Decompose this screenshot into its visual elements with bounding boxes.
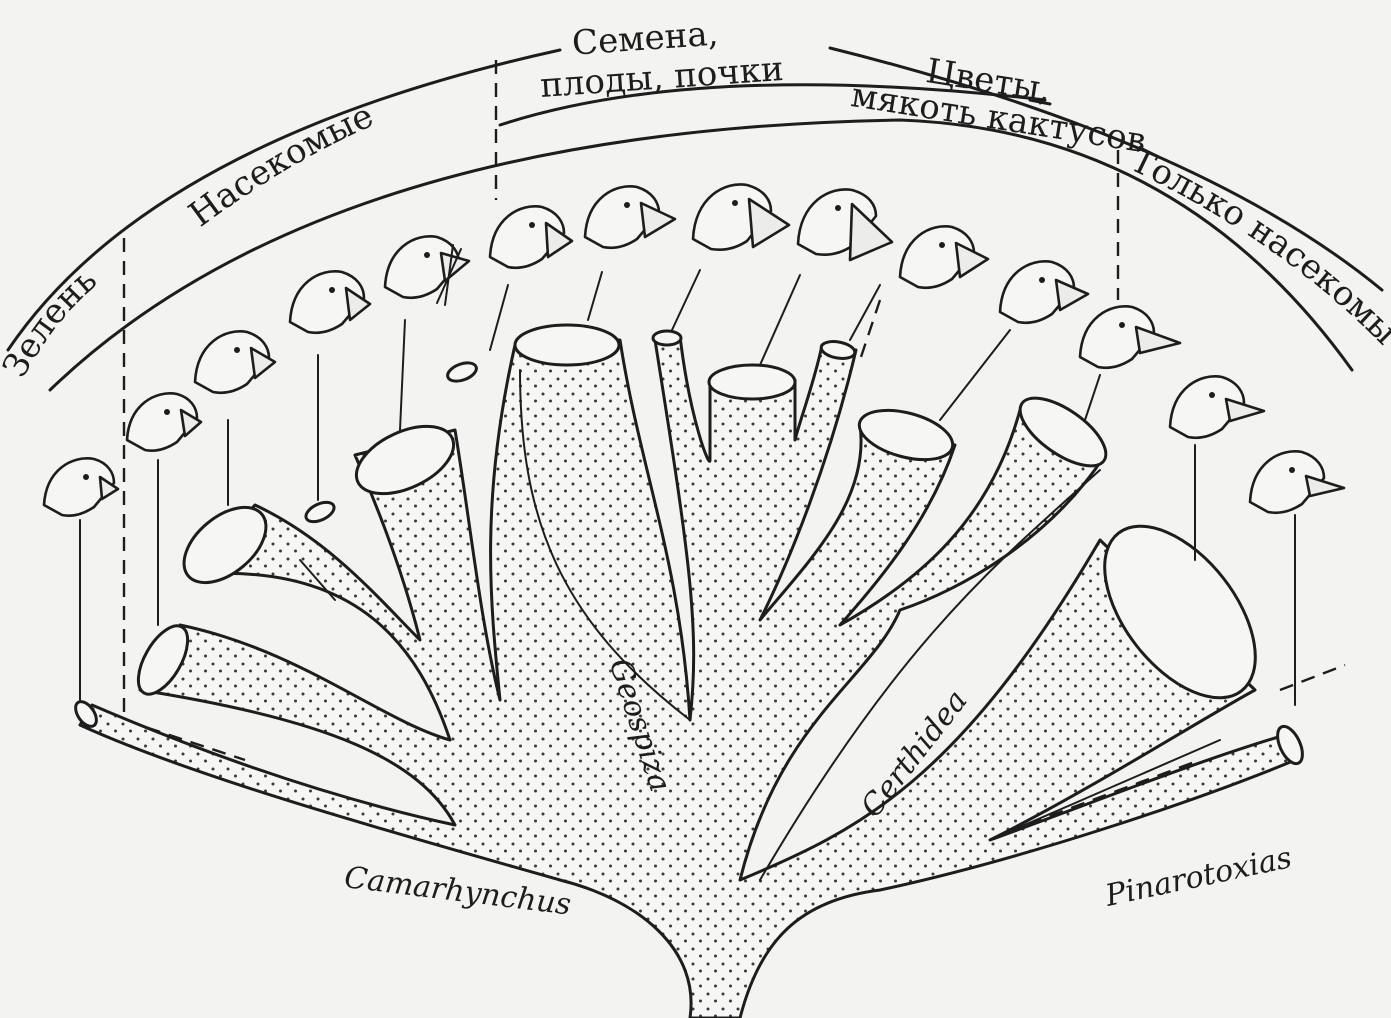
finch-head-icon xyxy=(1170,376,1264,437)
finch-head-icon xyxy=(385,236,469,305)
divider-pinarotoxias xyxy=(1280,665,1345,690)
connector-line xyxy=(588,272,602,320)
connector-line xyxy=(672,270,700,330)
finch-head-icon xyxy=(490,206,572,267)
finch-head-icon xyxy=(798,189,892,260)
tube-mouth-8 xyxy=(653,331,681,345)
finch-head-icon xyxy=(585,186,675,247)
finch-head-icon xyxy=(1000,261,1088,322)
connector-line xyxy=(940,330,1010,420)
tube-mouth-1 xyxy=(71,698,100,730)
label-insects: Насекомые xyxy=(182,96,380,235)
finch-head-icon xyxy=(290,271,370,332)
tube-mouth-4 xyxy=(303,498,337,525)
branching-tree xyxy=(71,325,1307,1018)
finch-head-icon xyxy=(127,393,201,450)
trunk xyxy=(80,336,1300,1018)
label-greens: Зелень xyxy=(0,260,105,385)
connector-line xyxy=(400,320,405,430)
connector-line xyxy=(760,275,800,365)
tube-mouth-6 xyxy=(445,359,479,384)
finch-head-icon xyxy=(900,226,988,287)
finch-head-icon xyxy=(1250,451,1344,512)
tube-mouth-7 xyxy=(515,325,619,365)
connector-line xyxy=(1085,375,1100,420)
divider-flowers-left xyxy=(860,300,880,360)
finch-head-icon xyxy=(44,458,118,515)
label-pinarotoxias: Pinarotoxias xyxy=(1101,840,1294,914)
tube-mouth-9 xyxy=(709,365,795,399)
outer-arc xyxy=(8,50,560,350)
finch-head-icon xyxy=(195,331,275,392)
finch-head-icon xyxy=(693,184,789,249)
connector-line xyxy=(490,285,508,350)
finch-head-icon xyxy=(1080,306,1180,367)
